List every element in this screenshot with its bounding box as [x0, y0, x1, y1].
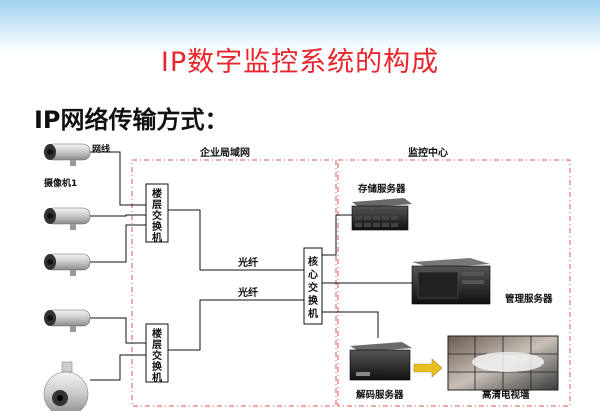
header-band: [0, 0, 600, 84]
floor-switch-1: [145, 183, 169, 243]
vt-fs1-glyphs: 楼层交换机: [152, 187, 163, 244]
management-server-icon: [411, 258, 491, 305]
wiring: [82, 151, 412, 381]
camera-icon: [44, 207, 91, 230]
floor-switch-2: [145, 323, 169, 383]
management-server-label: 管理服务器: [505, 293, 553, 305]
camera-icon: [44, 309, 91, 332]
vt-core-glyphs: 核心交换机: [308, 255, 319, 320]
camera-1-label: 摄像机1: [44, 177, 77, 189]
monitor-center-label: 监控中心: [408, 146, 448, 159]
camera-icon: [44, 253, 91, 276]
vt-fs2-glyphs: 楼层交换机: [152, 327, 163, 384]
video-wall-label: 高清电视墙: [482, 389, 530, 401]
core-switch-text: 核心交换机: [308, 255, 319, 320]
slide-title: IP数字监控系统的构成: [160, 47, 440, 78]
core-switch: [303, 247, 323, 325]
decode-server-icon: [349, 342, 412, 381]
video-wall-icon: [447, 335, 559, 391]
fiber-label-2: 光纤: [237, 286, 258, 299]
slide-subtitle: IP网络传输方式：: [34, 106, 229, 134]
wire-label: 网线: [92, 143, 110, 155]
storage-server-icon: [351, 198, 412, 231]
lan-label: 企业局域网: [199, 146, 250, 159]
floor-switch-1-text: 楼层交换机: [152, 187, 163, 244]
dome-camera-icon: [43, 361, 89, 411]
storage-server-label: 存储服务器: [357, 183, 406, 195]
floor-switch-2-text: 楼层交换机: [152, 327, 163, 384]
output-arrow-icon: [413, 358, 443, 378]
decode-server-label: 解码服务器: [356, 389, 404, 401]
camera-icon: [44, 143, 91, 166]
fiber-label-1: 光纤: [237, 256, 258, 269]
